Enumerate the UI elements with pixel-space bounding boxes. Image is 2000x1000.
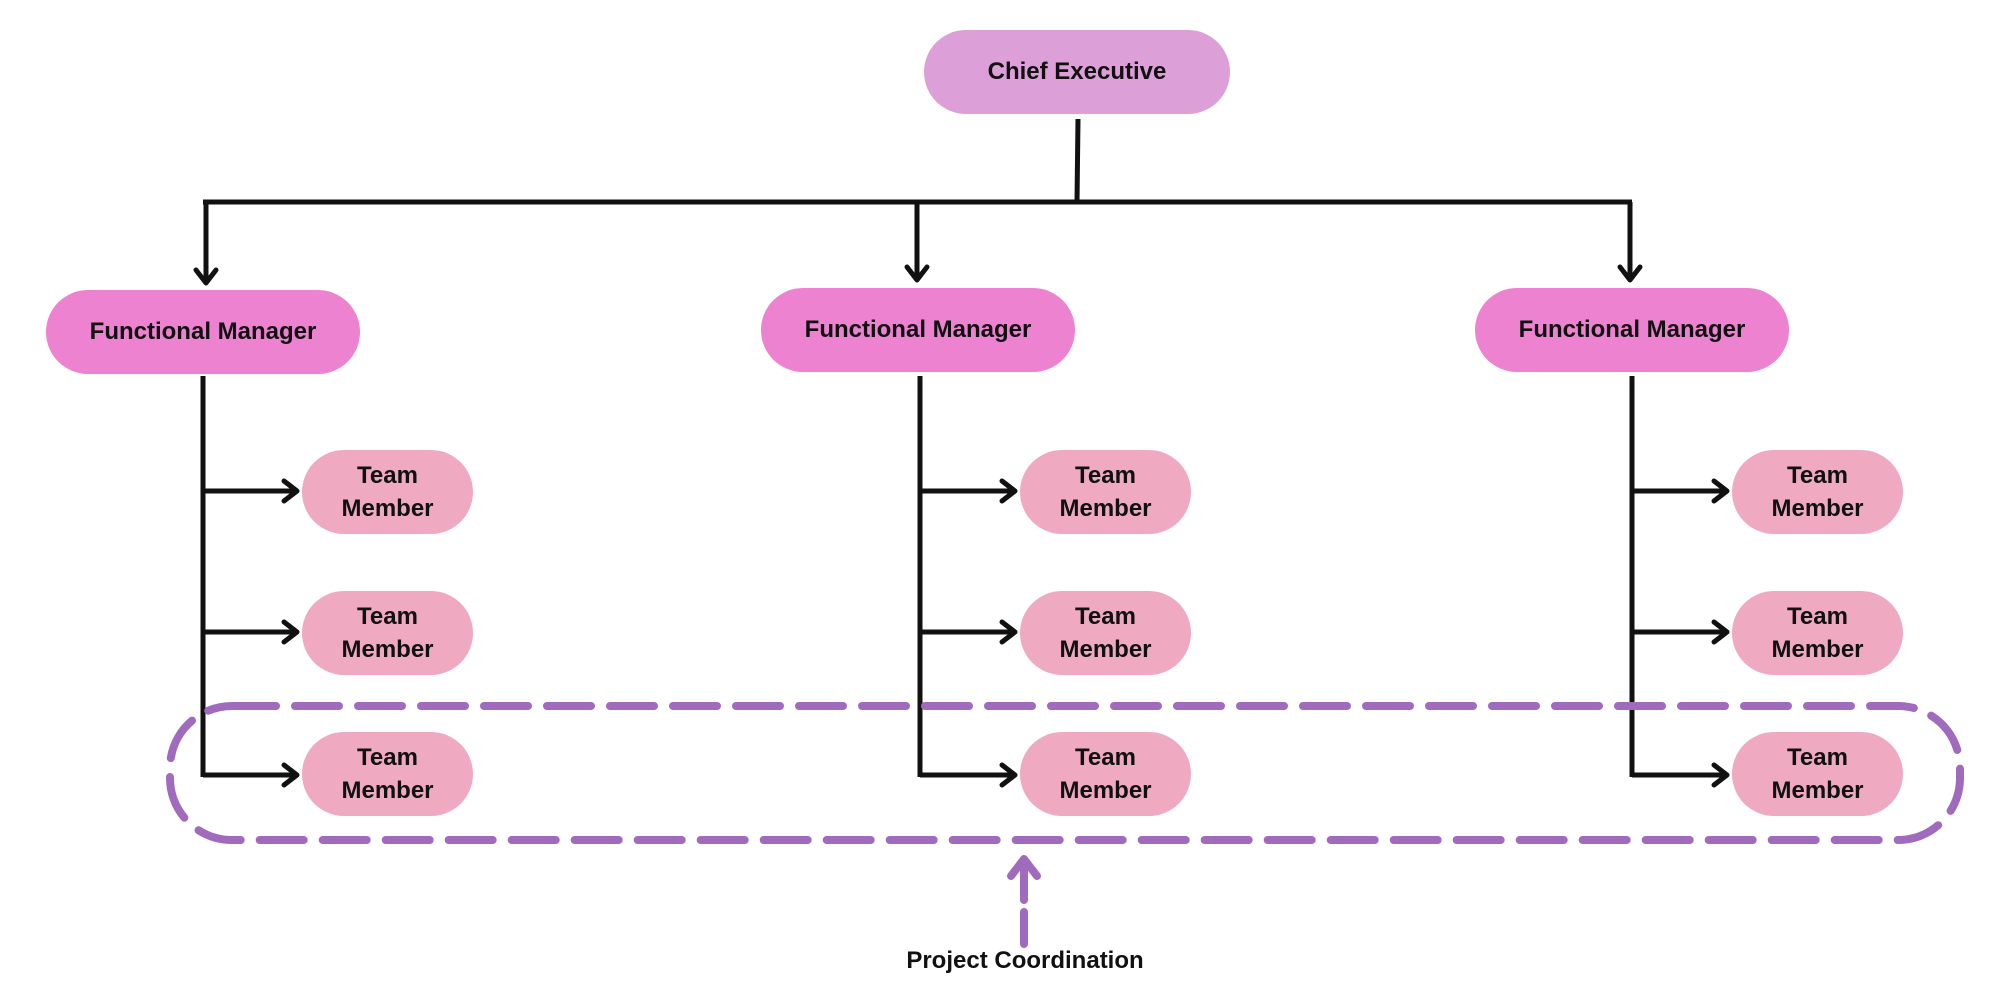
functional-manager-label: Functional Manager (1518, 316, 1746, 343)
team-member-node-1-1: Team Member (302, 450, 473, 534)
arrow-to-manager-1 (193, 202, 219, 286)
team-member-label: Team Member (1059, 461, 1152, 522)
project-coordination-caption: Project Coordination (840, 944, 1210, 978)
team-member-label: Team Member (1771, 743, 1864, 804)
arrow-to-member-1-3 (203, 762, 300, 788)
functional-manager-label: Functional Manager (89, 318, 317, 345)
ceo-down-line (1074, 118, 1081, 203)
team-member-label: Team Member (341, 461, 434, 522)
team-member-label: Team Member (341, 743, 434, 804)
team-member-label: Team Member (341, 602, 434, 663)
arrow-to-member-2-3 (920, 762, 1018, 788)
team-member-label: Team Member (1059, 743, 1152, 804)
functional-manager-label: Functional Manager (804, 316, 1032, 343)
arrow-to-member-2-2 (920, 619, 1018, 645)
team-member-node-3-2: Team Member (1732, 591, 1903, 675)
chief-executive-label: Chief Executive (987, 58, 1167, 85)
functional-manager-node-3: Functional Manager (1475, 288, 1789, 372)
team-member-label: Team Member (1771, 602, 1864, 663)
arrow-to-member-1-2 (203, 619, 300, 645)
chief-executive-node: Chief Executive (924, 30, 1230, 114)
team-member-node-1-3: Team Member (302, 732, 473, 816)
project-coordination-boundary (166, 702, 1964, 844)
functional-manager-node-2: Functional Manager (761, 288, 1075, 372)
project-coordination-arrow (1007, 855, 1041, 948)
arrow-to-member-2-1 (920, 478, 1018, 504)
arrow-to-member-3-1 (1632, 478, 1730, 504)
arrow-to-manager-2 (904, 202, 930, 283)
team-member-node-1-2: Team Member (302, 591, 473, 675)
arrow-to-member-3-3 (1632, 762, 1730, 788)
functional-manager-node-1: Functional Manager (46, 290, 360, 374)
project-coordination-label: Project Coordination (906, 947, 1144, 974)
team-member-node-3-1: Team Member (1732, 450, 1903, 534)
arrow-to-manager-3 (1617, 202, 1643, 283)
team-member-node-2-1: Team Member (1020, 450, 1191, 534)
team-member-node-2-3: Team Member (1020, 732, 1191, 816)
arrow-to-member-3-2 (1632, 619, 1730, 645)
team-member-label: Team Member (1059, 602, 1152, 663)
team-member-node-2-2: Team Member (1020, 591, 1191, 675)
team-member-label: Team Member (1771, 461, 1864, 522)
team-member-node-3-3: Team Member (1732, 732, 1903, 816)
arrow-to-member-1-1 (203, 478, 300, 504)
